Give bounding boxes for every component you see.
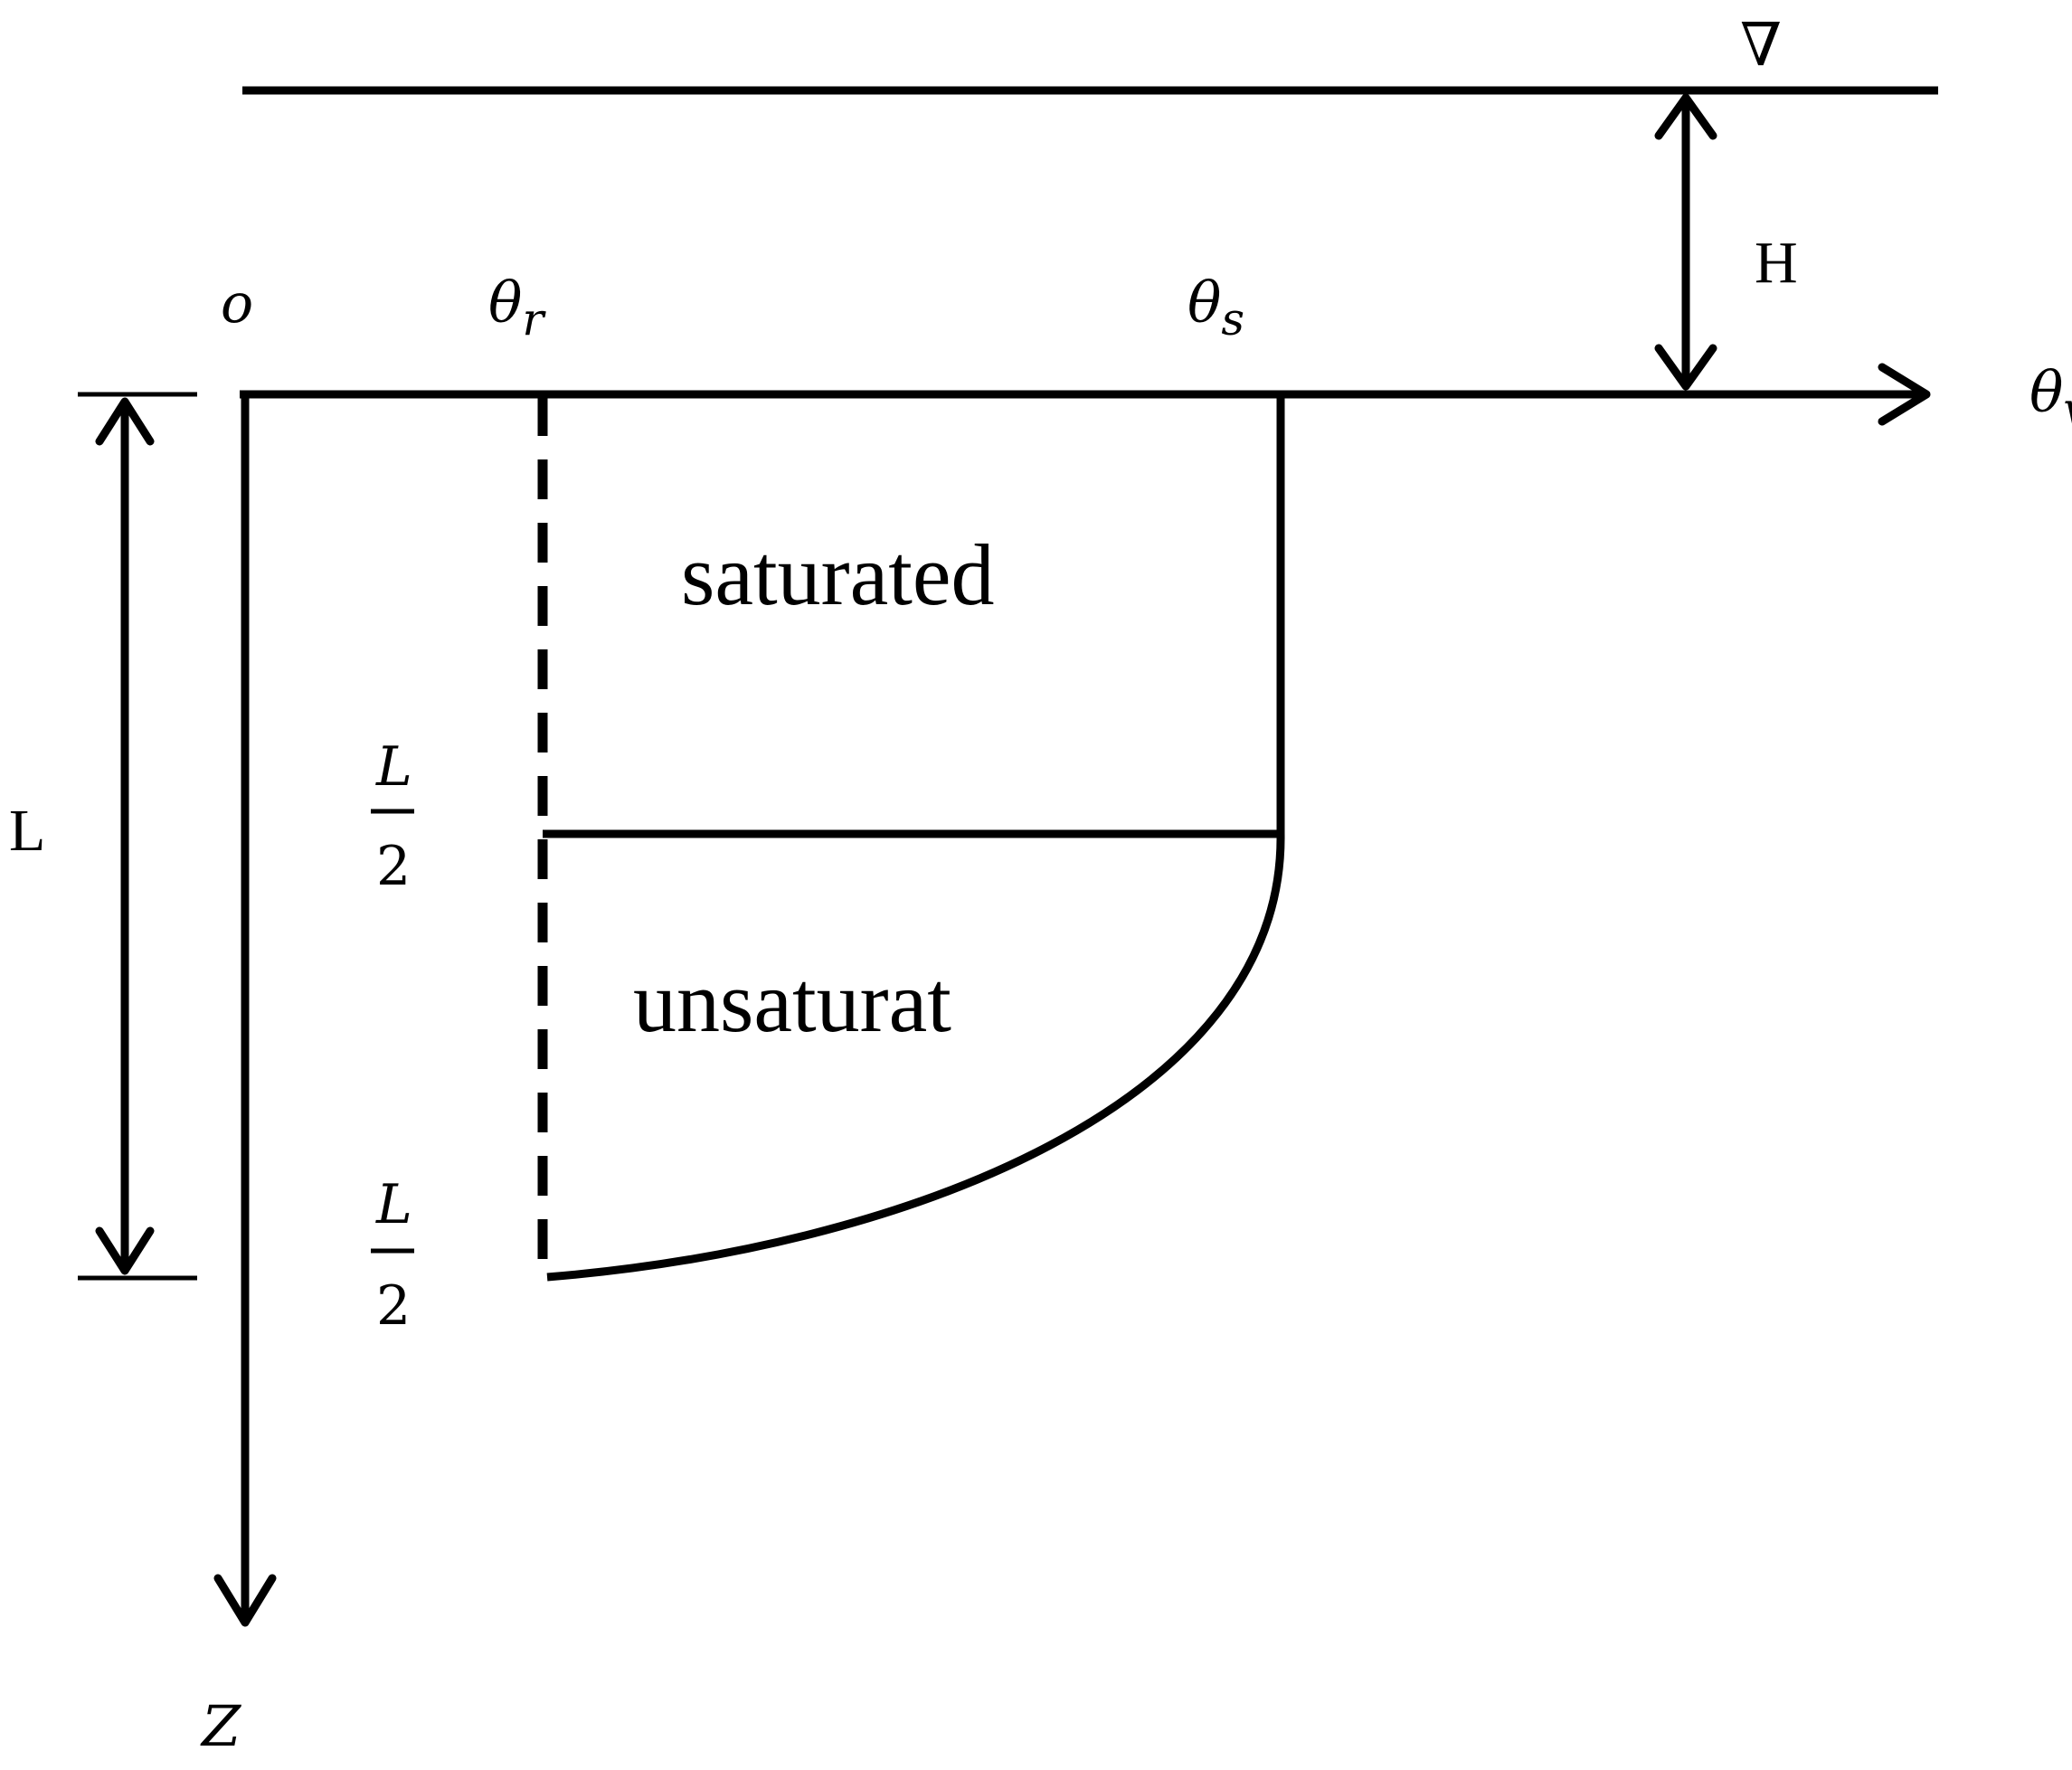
- z-axis: [213, 391, 277, 1627]
- theta-v-label: θv: [2029, 359, 2072, 435]
- svg-text:2: 2: [376, 1274, 411, 1338]
- head-dimension-arrow: [1654, 93, 1717, 391]
- water-level-symbol: ∇: [1740, 13, 1782, 79]
- half-length-fraction-lower: L 2: [371, 1173, 414, 1338]
- svg-text:θv: θv: [2029, 359, 2072, 435]
- length-label: L: [9, 798, 45, 864]
- saturated-region-label: saturated: [681, 526, 995, 623]
- theta-r-label: θr: [488, 270, 546, 345]
- length-dimension-arrow: [78, 392, 197, 1281]
- svg-text:L: L: [375, 735, 412, 799]
- half-length-fraction-upper: L 2: [371, 735, 414, 898]
- svg-text:2: 2: [376, 835, 411, 898]
- svg-text:θs: θs: [1187, 270, 1244, 345]
- svg-text:L: L: [375, 1173, 412, 1236]
- head-height-label: H: [1755, 230, 1798, 296]
- z-axis-label: Z: [200, 1693, 241, 1759]
- theta-s-label: θs: [1187, 270, 1244, 345]
- theta-v-axis: [240, 363, 1931, 426]
- moisture-profile-curve: [546, 833, 1285, 1282]
- origin-label: o: [221, 272, 253, 336]
- svg-text:θr: θr: [488, 270, 546, 345]
- unsaturated-region-label: unsaturat: [633, 953, 951, 1050]
